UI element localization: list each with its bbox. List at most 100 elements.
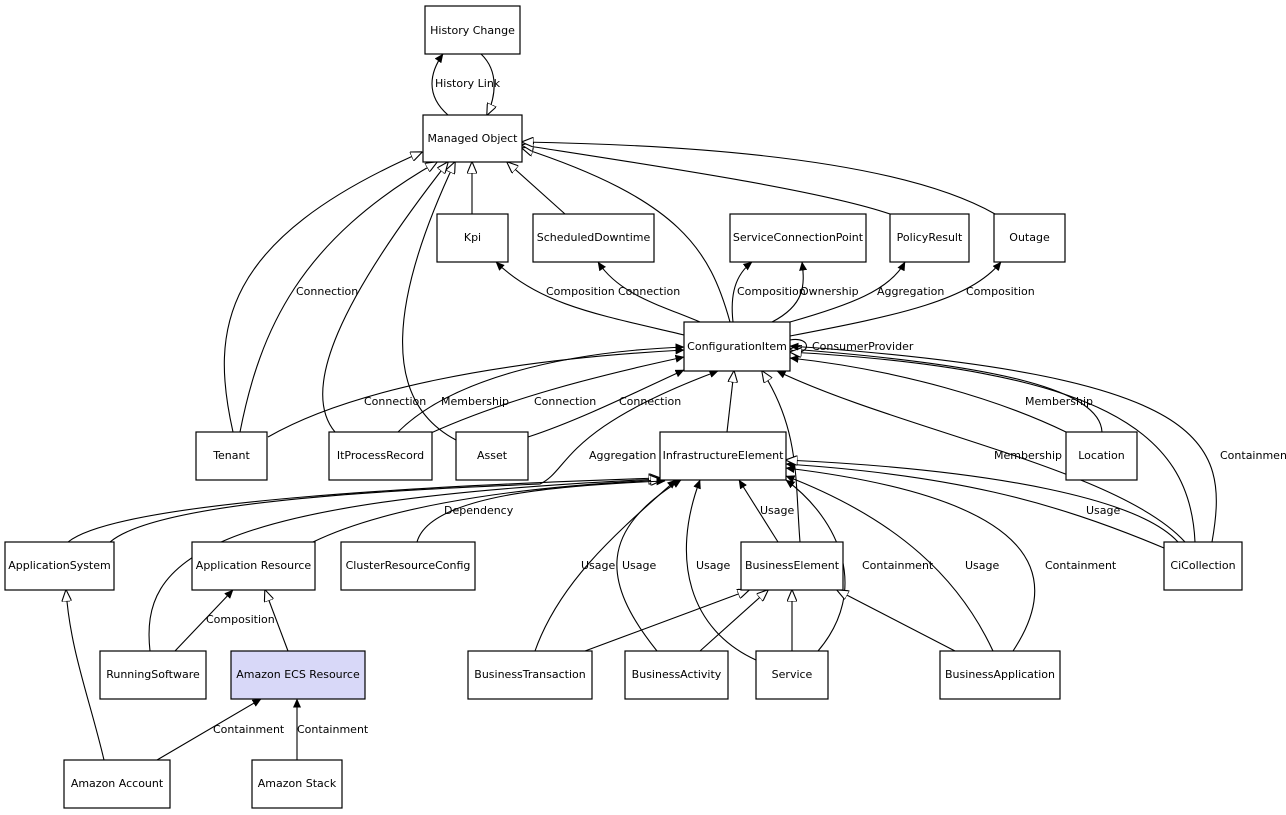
edge-downtime-inherits-managed-object	[507, 162, 566, 215]
node-label: Service	[772, 668, 813, 681]
node-location[interactable]: Location	[1065, 431, 1138, 481]
node-service[interactable]: Service	[755, 650, 829, 700]
edge-itprocess-inherits-managed-object	[322, 162, 448, 433]
edge-labels: History Link Connection Composition Conn…	[206, 77, 1286, 736]
edge-ci-policy-aggregation	[789, 261, 906, 323]
edge-label: Usage	[696, 559, 731, 572]
node-application-system[interactable]: ApplicationSystem	[4, 541, 115, 591]
node-business-element[interactable]: BusinessElement	[740, 541, 844, 591]
edge-activity-infra-usage	[616, 479, 682, 652]
node-label: Amazon Stack	[258, 777, 337, 790]
node-infrastructure-element[interactable]: InfrastructureElement	[659, 431, 787, 481]
edge-label: Membership	[1025, 395, 1093, 408]
edge-appsystem-ci-aggregation	[109, 370, 719, 543]
edge-outage-inherits-managed-object	[522, 142, 996, 215]
node-label: InfrastructureElement	[663, 449, 784, 462]
node-label: Outage	[1009, 231, 1050, 244]
edge-label: Composition	[737, 285, 806, 298]
edge-cicollection-infra-usage	[785, 460, 1165, 549]
node-outage[interactable]: Outage	[993, 213, 1066, 263]
edge-tenant-connection-managed-object	[239, 162, 437, 433]
node-amazon-stack[interactable]: Amazon Stack	[251, 759, 343, 809]
node-history-change[interactable]: History Change	[424, 5, 521, 55]
edge-ci-kpi-composition	[495, 261, 685, 336]
edge-label: History Link	[435, 77, 501, 90]
edge-label: Containment	[1220, 449, 1286, 462]
node-label: CiCollection	[1170, 559, 1235, 572]
edge-itprocess-ci-connection	[419, 354, 685, 439]
edge-label: Aggregation	[877, 285, 944, 298]
edge-itprocess-ci-membership	[397, 343, 685, 433]
edge-ci-scp-composition	[731, 261, 753, 323]
node-cluster-resource-config[interactable]: ClusterResourceConfig	[340, 541, 476, 591]
node-label: ScheduledDowntime	[537, 231, 651, 244]
edge-label: Usage	[760, 504, 795, 517]
edge-business-element-infra-usage	[738, 479, 779, 543]
node-service-connection-point[interactable]: ServiceConnectionPoint	[729, 213, 867, 263]
edges	[66, 53, 1217, 761]
edge-label: Connection	[296, 285, 358, 298]
node-scheduled-downtime[interactable]: ScheduledDowntime	[532, 213, 655, 263]
edge-location-inherits-ci	[790, 349, 1103, 433]
edge-infra-inherits-ci	[726, 371, 734, 433]
node-label: ApplicationSystem	[8, 559, 110, 572]
node-kpi[interactable]: Kpi	[436, 213, 509, 263]
edge-label: Composition	[966, 285, 1035, 298]
node-application-resource[interactable]: Application Resource	[191, 541, 316, 591]
edge-cluster-dependency-infra	[416, 477, 666, 543]
edge-label: Usage	[581, 559, 616, 572]
edge-tenant-ci-connection	[267, 346, 685, 438]
edge-transaction-inherits-business-element	[584, 590, 749, 652]
node-label: Tenant	[212, 449, 250, 462]
node-business-application[interactable]: BusinessApplication	[939, 650, 1061, 700]
node-running-software[interactable]: RunningSoftware	[99, 650, 207, 700]
edge-label: Composition	[546, 285, 615, 298]
edge-ci-scp-ownership	[771, 261, 808, 323]
node-amazon-ecs-resource[interactable]: Amazon ECS Resource	[230, 650, 366, 700]
edge-cicollection-ci-membership	[776, 370, 1186, 543]
edge-running-inherits-infra	[148, 479, 660, 652]
node-label: Managed Object	[428, 132, 519, 145]
node-ci-collection[interactable]: CiCollection	[1163, 541, 1243, 591]
node-configuration-item[interactable]: ConfigurationItem	[683, 321, 791, 372]
edge-bizapp-infra-containment	[785, 465, 1036, 652]
node-business-transaction[interactable]: BusinessTransaction	[467, 650, 593, 700]
edge-label: Containment	[213, 723, 285, 736]
edge-label: Connection	[534, 395, 596, 408]
node-label: Amazon Account	[71, 777, 164, 790]
edge-ecs-inherits-appresource	[265, 590, 289, 652]
node-label: Asset	[477, 449, 508, 462]
edge-appsystem-inherits-infra	[67, 478, 660, 543]
node-label: BusinessElement	[745, 559, 840, 572]
edge-label: Membership	[994, 449, 1062, 462]
edge-appresource-inherits-infra	[312, 480, 662, 543]
edge-label: Containment	[862, 559, 934, 572]
edge-history-link-down	[480, 53, 494, 115]
edge-asset-ci-connection	[527, 369, 685, 438]
node-policy-result[interactable]: PolicyResult	[889, 213, 970, 263]
node-managed-object[interactable]: Managed Object	[422, 114, 523, 163]
node-label: PolicyResult	[897, 231, 963, 244]
node-amazon-account[interactable]: Amazon Account	[63, 759, 171, 809]
edge-cicollection-ci-containment	[789, 342, 1217, 543]
node-tenant[interactable]: Tenant	[195, 431, 268, 481]
edge-label: Composition	[206, 613, 275, 626]
edge-label: Containment	[1045, 559, 1117, 572]
edge-account-ecs-containment	[156, 698, 262, 761]
edge-label: Membership	[441, 395, 509, 408]
edge-account-inherits-appsystem	[66, 590, 105, 761]
edge-bizapp-infra-usage	[785, 475, 994, 652]
node-label: Amazon ECS Resource	[236, 668, 360, 681]
edge-activity-inherits-business-element	[699, 590, 768, 652]
node-label: ConfigurationItem	[687, 340, 787, 353]
edge-label: Ownership	[800, 285, 859, 298]
node-asset[interactable]: Asset	[455, 431, 529, 481]
node-label: RunningSoftware	[106, 668, 200, 681]
node-itprocess-record[interactable]: ItProcessRecord	[328, 431, 433, 481]
edge-tenant-inherits-managed-object	[223, 152, 422, 433]
edge-label: Usage	[622, 559, 657, 572]
node-business-activity[interactable]: BusinessActivity	[624, 650, 729, 700]
node-label: ItProcessRecord	[337, 449, 424, 462]
node-label: Location	[1078, 449, 1125, 462]
